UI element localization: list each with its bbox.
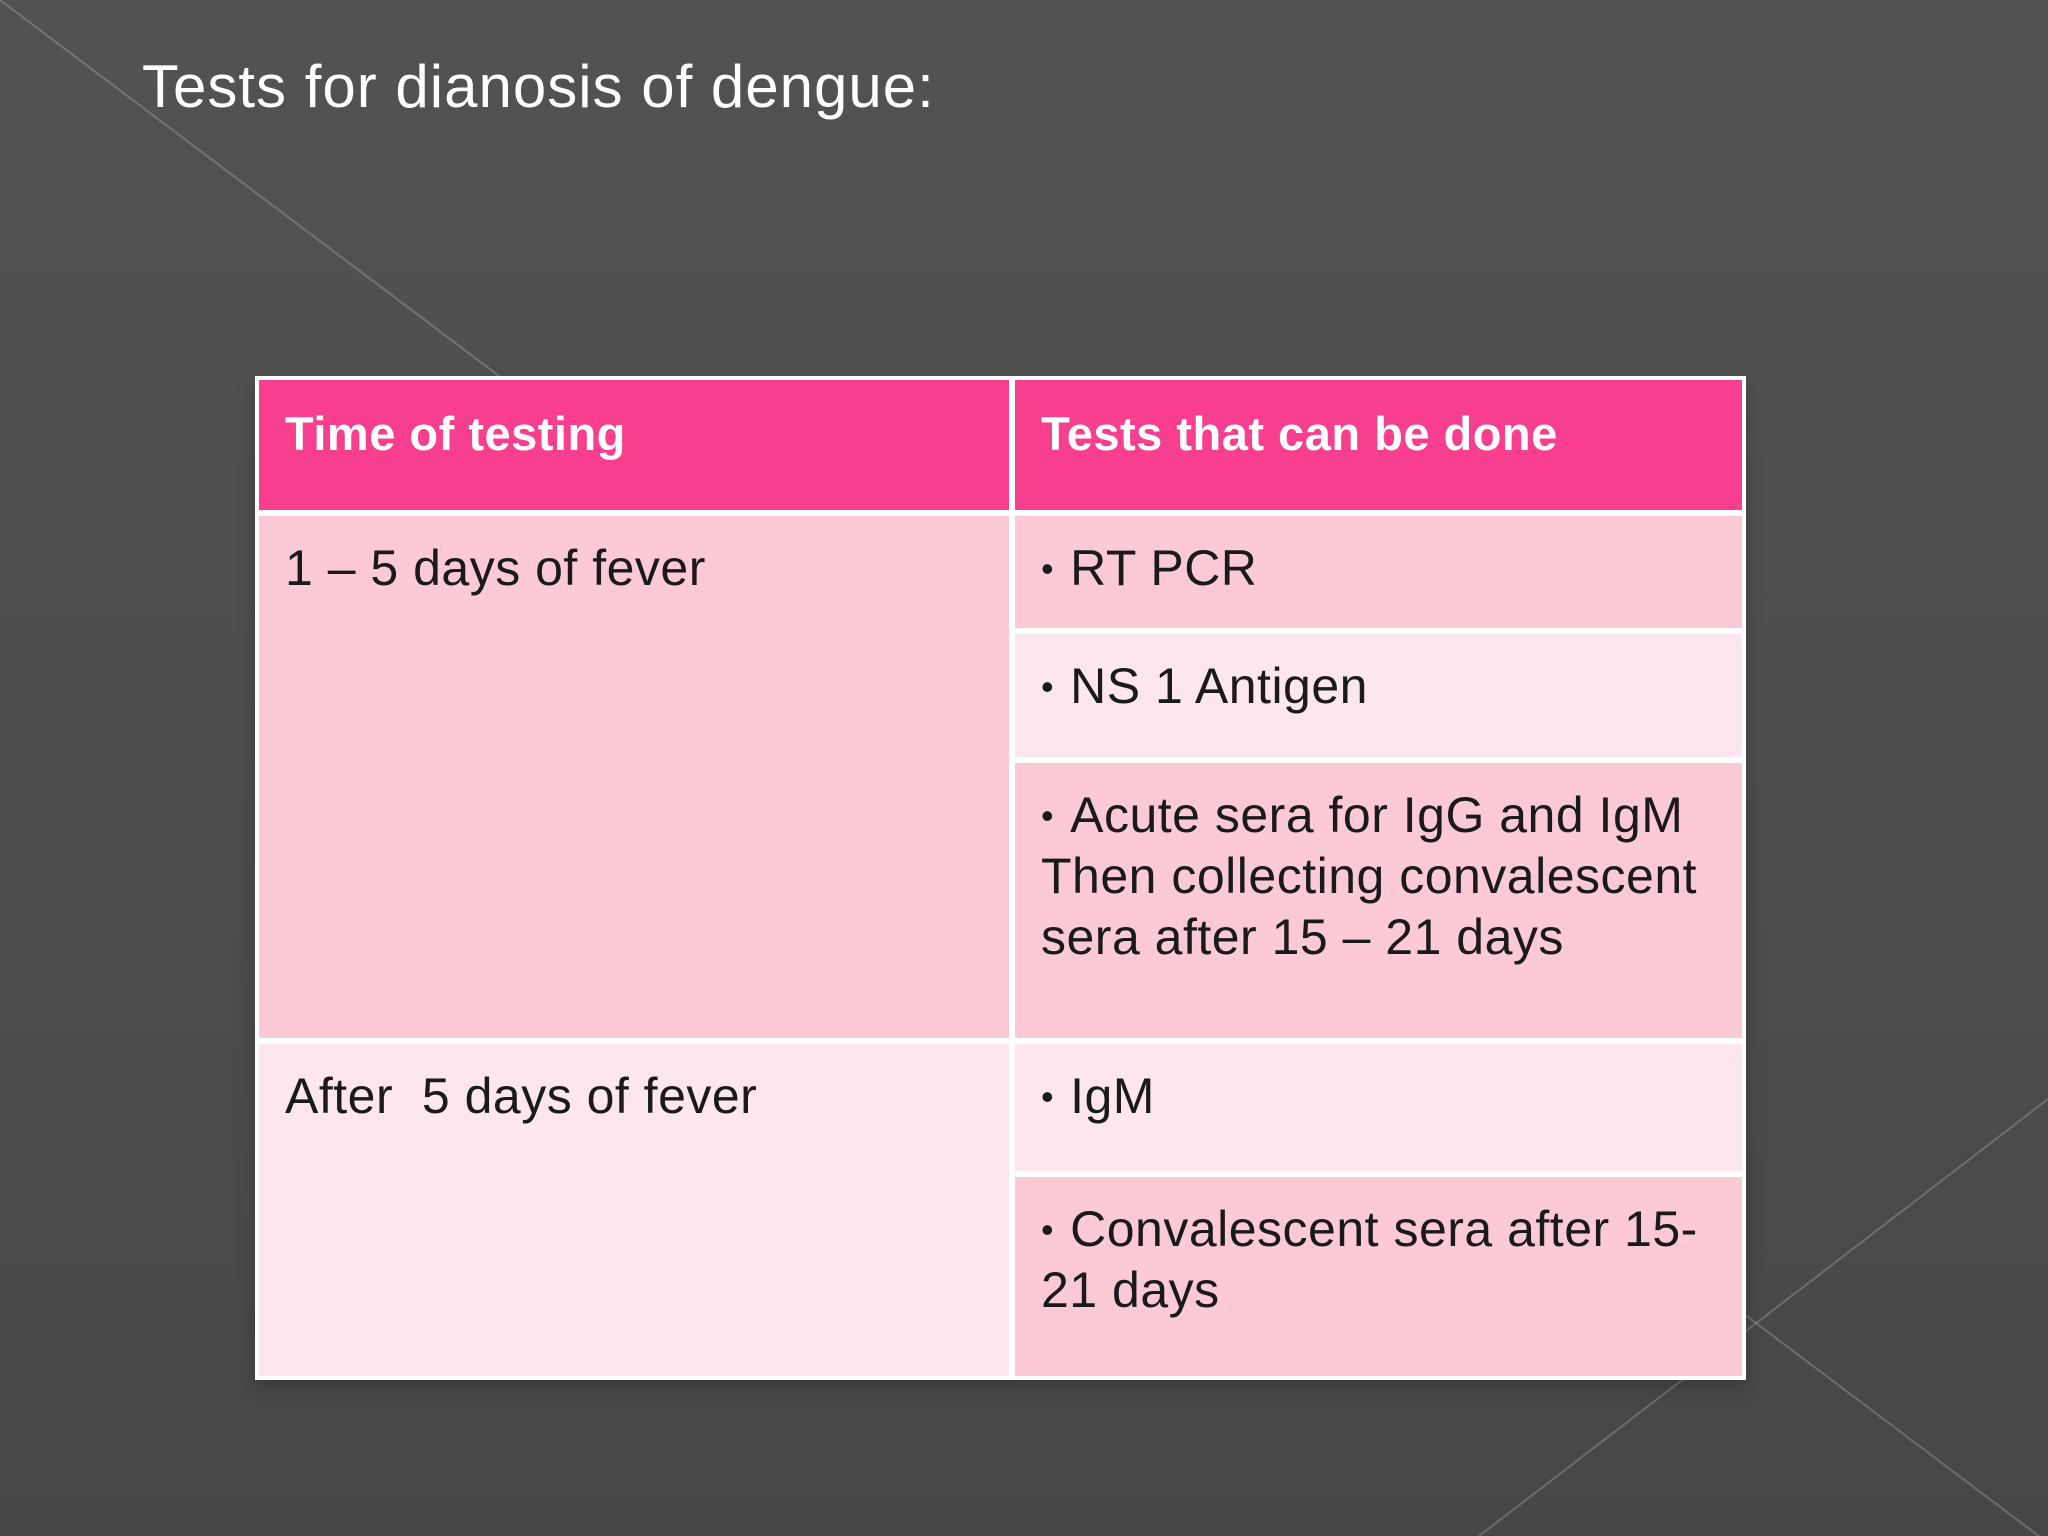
bullet-icon: •: [1041, 1209, 1055, 1251]
cell-test-igm: • IgM: [1015, 1044, 1742, 1171]
cell-test-convalescent-sera: •Convalescent sera after 15-21 days: [1015, 1177, 1742, 1376]
test-item-text: Convalescent sera after 15-21 days: [1041, 1201, 1698, 1318]
test-item-text: NS 1 Antigen: [1070, 658, 1368, 714]
test-item-text: RT PCR: [1070, 540, 1258, 596]
test-item-text: Acute sera for IgG and IgM Then collecti…: [1041, 787, 1712, 965]
column-header-tests: Tests that can be done: [1015, 380, 1742, 510]
cell-test-ns1-antigen: • NS 1 Antigen: [1015, 634, 1742, 757]
cell-time-1-5-days: 1 – 5 days of fever: [259, 516, 1009, 1038]
cell-time-after-5-days: After 5 days of fever: [259, 1044, 1009, 1376]
test-item-text: IgM: [1070, 1068, 1155, 1124]
bullet-icon: •: [1041, 666, 1055, 708]
bullet-icon: •: [1041, 1076, 1055, 1118]
cell-test-acute-sera: •Acute sera for IgG and IgM Then collect…: [1015, 763, 1742, 1038]
dengue-tests-table: Time of testing Tests that can be done 1…: [255, 376, 1746, 1380]
cell-test-rt-pcr: • RT PCR: [1015, 516, 1742, 628]
column-header-time-of-testing: Time of testing: [259, 380, 1009, 510]
page-title: Tests for dianosis of dengue:: [142, 53, 935, 120]
bullet-icon: •: [1041, 548, 1055, 590]
bullet-icon: •: [1041, 795, 1055, 837]
